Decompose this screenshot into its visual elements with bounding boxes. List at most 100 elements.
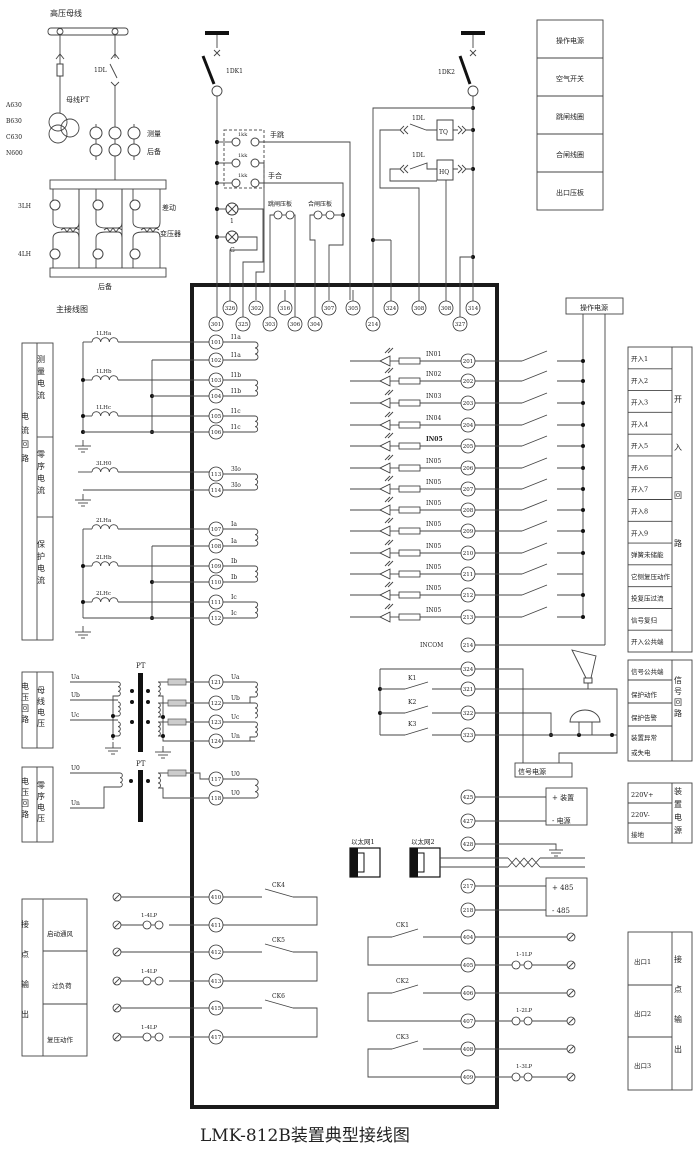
junction-dot	[581, 593, 585, 597]
voltage-group-box	[21, 671, 54, 749]
terminal-label: 308	[441, 306, 452, 312]
current-channel-label: 3Io	[231, 482, 241, 489]
voltage-channel-label: Ua	[231, 674, 240, 681]
terminal-label: 303	[265, 322, 276, 328]
kk-contact-icon	[231, 178, 241, 188]
backup-label: 后备	[98, 282, 112, 291]
device-power-label: + 装置	[552, 793, 574, 802]
ct-label: 2LHa	[96, 518, 112, 524]
wire	[367, 1048, 461, 1078]
wire	[269, 214, 274, 317]
ck-label: CK5	[272, 937, 285, 944]
legend-item: 开入9	[631, 529, 648, 537]
ct-coil-icon	[91, 524, 119, 530]
terminal-label: 103	[211, 378, 222, 384]
terminal-label: 306	[290, 322, 301, 328]
terminal-label: 412	[211, 950, 222, 956]
input-channel-label: IN05	[426, 458, 441, 465]
junction-dot	[81, 414, 85, 418]
wire	[229, 236, 258, 301]
terminal-label: 214	[368, 322, 379, 328]
contacts-group-label: 接点输出	[21, 919, 30, 1040]
terminal-label: 213	[463, 615, 474, 621]
signal-legend-table	[627, 659, 693, 762]
terminal-label: 105	[211, 414, 222, 420]
phase-label: A630	[5, 102, 22, 109]
ck-label: CK3	[396, 1034, 409, 1041]
legend-item: 合闸线圈	[556, 150, 584, 159]
resistor-icon	[398, 506, 421, 514]
control-switch-box	[223, 129, 265, 189]
current-channel-label: Ia	[231, 538, 237, 545]
terminal-label: 212	[463, 593, 474, 599]
led-icon	[379, 355, 391, 367]
legend-item: 220V+	[631, 791, 654, 799]
terminal-label: 410	[211, 895, 222, 901]
breaker-label: 1DL	[94, 67, 107, 74]
terminal-circle	[248, 300, 264, 316]
junction-dot	[129, 779, 133, 783]
screw-slot	[567, 961, 575, 969]
junction-dot	[581, 423, 585, 427]
terminal-label: 108	[211, 544, 222, 550]
terminal-label: 217	[463, 884, 474, 890]
kk-contact-icon	[250, 158, 260, 168]
ct-icon	[89, 143, 103, 157]
terminal-label: 207	[463, 487, 474, 493]
signal-group-label: 信号回路	[674, 675, 683, 720]
ct-icon	[49, 199, 61, 211]
kk-contact-icon	[231, 158, 241, 168]
plate-pin-icon	[511, 960, 521, 970]
screw-slot	[113, 893, 121, 901]
twisted-pair-icon	[507, 857, 541, 868]
chevron-icon	[110, 53, 120, 60]
terminal-label: 325	[238, 322, 249, 328]
terminal-label: 408	[463, 1047, 474, 1053]
transformer-core-icon	[140, 227, 160, 233]
junction-dot	[146, 700, 150, 704]
terminal-label: 205	[463, 444, 474, 450]
fuse-icon	[167, 769, 187, 777]
input-contact	[521, 499, 548, 511]
terminal-label: 118	[211, 796, 222, 802]
input-channel-label: IN03	[426, 393, 441, 400]
legend-item: 或失电	[631, 748, 651, 757]
junction-dot	[610, 733, 614, 737]
ct-row-label: 3LH	[18, 203, 31, 210]
ct-icon	[127, 126, 141, 140]
junction-dot	[111, 734, 115, 738]
terminal-label: 203	[463, 401, 474, 407]
terminal-label: 106	[211, 430, 222, 436]
ethernet-port-notch	[358, 852, 365, 873]
terminal-label: 428	[463, 842, 474, 848]
screw-slot	[567, 933, 575, 941]
bus-joint	[111, 28, 119, 35]
input-contact	[521, 563, 548, 575]
terminal-label: 109	[211, 564, 222, 570]
contact-row-label: 出口3	[634, 1061, 651, 1070]
wire	[255, 162, 265, 300]
pt-core-icon	[138, 770, 143, 822]
operating-power-box	[565, 297, 624, 315]
lp-label: 1-3LP	[516, 1064, 533, 1070]
current-channel-label: I1b	[231, 388, 241, 395]
led-icon	[379, 611, 391, 623]
ct-icon	[129, 248, 141, 260]
screw-slot	[567, 1045, 575, 1053]
plate-pin-icon	[285, 210, 295, 220]
screw-slot	[113, 1033, 121, 1041]
terminal-label: 122	[211, 701, 222, 707]
terminal-circle	[321, 300, 337, 316]
phase-label: C630	[6, 134, 22, 141]
terminal-label: 405	[463, 963, 474, 969]
pt-core-icon	[138, 673, 143, 752]
section-label: 保护电流	[37, 539, 46, 588]
cross-icon	[213, 49, 221, 57]
kk-label: 1kk	[238, 132, 248, 138]
input-contact	[521, 584, 548, 596]
current-channel-label: I1a	[231, 352, 241, 359]
pt-winding-icon	[60, 118, 80, 138]
contact-row-label: 启动通风	[47, 929, 74, 938]
led-ray-icon	[384, 496, 394, 503]
resistor-icon	[398, 442, 421, 450]
